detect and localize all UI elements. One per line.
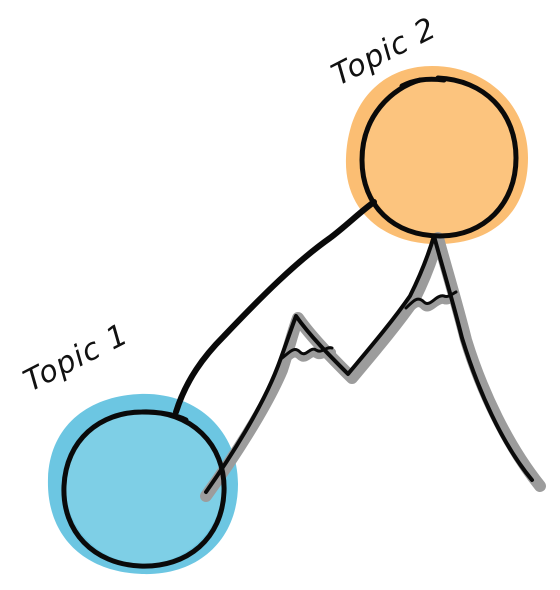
topic-1-circle: [61, 409, 227, 569]
right-peak-wiggle: [404, 290, 458, 310]
topic-1-fill: [66, 412, 222, 564]
left-peak-shadow-wiggle: [278, 347, 336, 366]
topic-2-circle: [359, 75, 519, 239]
direct-connection-line: [173, 199, 377, 415]
mountain-path-line: [204, 234, 534, 494]
topic-2-circle-overlap: [399, 76, 447, 89]
topic-2-fill: [364, 80, 516, 236]
mountain-path-shadow: [200, 232, 546, 502]
topic-2-node[interactable]: [359, 75, 519, 239]
topic-1-node[interactable]: [61, 409, 227, 569]
left-peak-wiggle: [280, 346, 334, 360]
